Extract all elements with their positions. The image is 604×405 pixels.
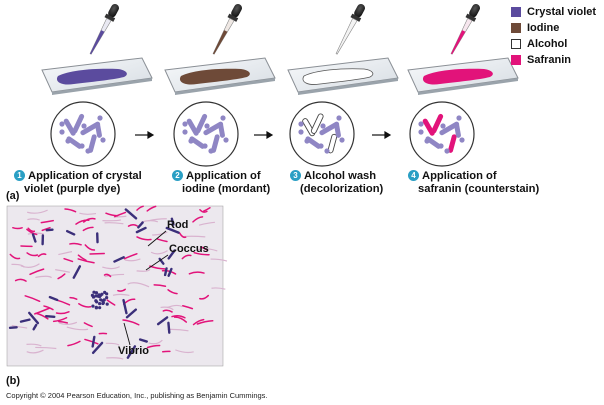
legend-swatch: [511, 55, 521, 65]
step-line2: violet (purple dye): [14, 183, 142, 196]
micrograph: [7, 206, 227, 366]
copyright-notice: Copyright © 2004 Pearson Education, Inc.…: [6, 391, 268, 400]
step-number-badge: 4: [408, 170, 419, 181]
coccus: [106, 302, 109, 305]
step-line1: Application of: [422, 170, 497, 182]
coccus: [91, 294, 94, 297]
purple-rod: [10, 327, 17, 328]
legend-item-alcohol: Alcohol: [511, 36, 603, 51]
step-number-badge: 1: [14, 170, 25, 181]
legend-label: Crystal violet: [527, 6, 596, 18]
background-wisp: [184, 236, 205, 237]
arrow-1-to-2: [135, 132, 153, 138]
arrow-3-to-4: [372, 132, 390, 138]
coccus: [101, 302, 104, 305]
legend-item-crystal-violet: Crystal violet: [511, 4, 603, 19]
legend-swatch: [511, 7, 521, 17]
pink-bacterium: [13, 228, 22, 229]
step-4-slide-dropper: [408, 2, 518, 95]
step-3-slide-dropper: [288, 2, 398, 95]
label-rod: Rod: [167, 219, 188, 231]
step-line2: safranin (counterstain): [408, 183, 539, 196]
coccus: [105, 296, 108, 299]
step-line1: Application of crystal: [28, 170, 142, 182]
purple-rod: [168, 323, 169, 333]
panel-label-b: (b): [6, 375, 20, 387]
purple-rod: [165, 268, 166, 275]
dropper: [332, 2, 367, 56]
legend-item-safranin: Safranin: [511, 52, 603, 67]
legend-label: Safranin: [527, 54, 571, 66]
legend-swatch: [511, 39, 521, 49]
cells-circle-1: [51, 102, 115, 166]
step-line1: Alcohol wash: [304, 170, 376, 182]
legend-swatch: [511, 23, 521, 33]
coccus: [99, 294, 102, 297]
arrow-2-to-3: [254, 132, 272, 138]
legend-label: Alcohol: [527, 38, 567, 50]
step-line2: (decolorization): [290, 183, 383, 196]
step-number-badge: 3: [290, 170, 301, 181]
step-caption-3: 3Alcohol wash (decolorization): [290, 170, 383, 196]
dropper: [447, 2, 482, 56]
purple-rod: [93, 337, 95, 347]
coccus: [95, 306, 98, 309]
cells-circle-4: [410, 102, 474, 166]
dropper: [86, 2, 121, 56]
step-line2: iodine (mordant): [172, 183, 270, 196]
label-coccus: Coccus: [169, 243, 209, 255]
legend: Crystal violet Iodine Alcohol Safranin: [511, 4, 603, 68]
coccus: [91, 305, 94, 308]
coccus: [95, 291, 98, 294]
coccus: [98, 302, 101, 305]
dropper: [209, 2, 244, 56]
step-line1: Application of: [186, 170, 261, 182]
panel-label-a: (a): [6, 190, 19, 202]
step-number-badge: 2: [172, 170, 183, 181]
cells-circle-2: [174, 102, 238, 166]
legend-label: Iodine: [527, 22, 559, 34]
cells-circle-3: [290, 102, 354, 166]
step-1-slide-dropper: [42, 2, 152, 95]
label-vibrio: Vibrio: [118, 345, 149, 357]
legend-item-iodine: Iodine: [511, 20, 603, 35]
coccus: [94, 299, 97, 302]
step-caption-1: 1Application of crystal violet (purple d…: [14, 170, 142, 196]
coccus: [98, 306, 101, 309]
coccus: [105, 292, 108, 295]
step-2-slide-dropper: [165, 2, 275, 95]
purple-rod: [46, 316, 54, 317]
